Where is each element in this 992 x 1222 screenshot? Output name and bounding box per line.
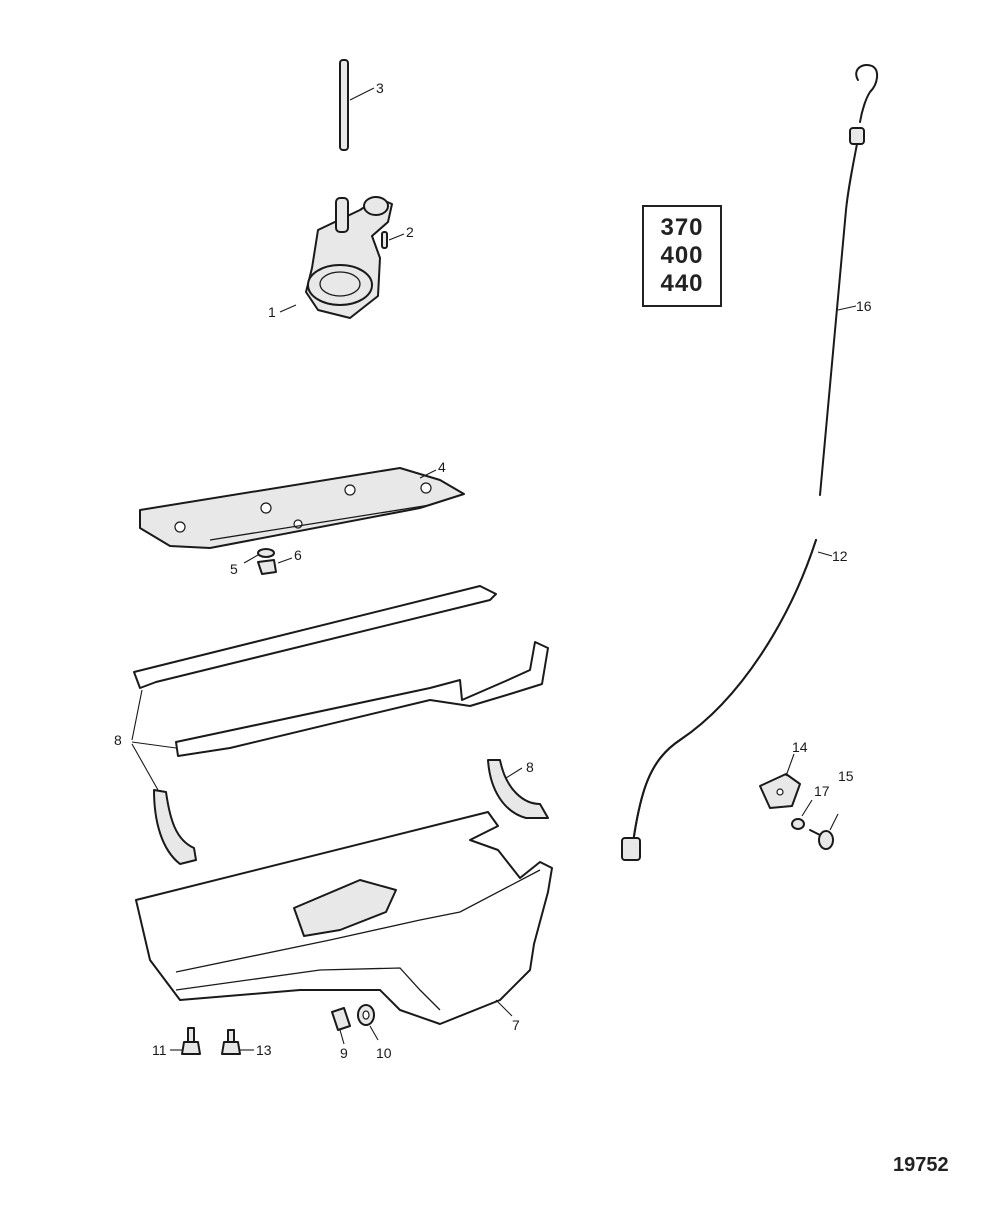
callout-14: 16 [856, 298, 872, 314]
dipstick-tube [621, 539, 833, 861]
drain-plug [331, 1007, 351, 1045]
pump-pin [381, 231, 405, 249]
callout-4: 4 [438, 459, 446, 475]
windage-tray [139, 467, 465, 549]
model-400: 400 [660, 242, 704, 269]
callout-8a: 8 [114, 732, 122, 748]
callout-11: 11 [152, 1042, 167, 1058]
callout-9: 9 [340, 1045, 348, 1061]
callout-2: 2 [406, 224, 414, 240]
callout-6: 6 [294, 547, 302, 563]
dipstick [819, 64, 878, 496]
clip-nut [791, 799, 813, 830]
callout-13: 12 [832, 548, 848, 564]
figure-number: 19752 [893, 1154, 949, 1176]
model-440: 440 [660, 270, 704, 297]
oil-pan [135, 811, 553, 1025]
pump-shaft [339, 59, 375, 151]
callout-7: 7 [512, 1017, 520, 1033]
end-seal-left [153, 789, 197, 865]
callout-1: 1 [268, 304, 276, 320]
callout-labels: 3 2 1 16 4 5 6 12 8 8 14 17 15 7 9 10 11… [114, 80, 872, 1061]
bolt-11 [170, 1027, 201, 1055]
side-gaskets [131, 585, 549, 791]
callout-10: 10 [376, 1045, 392, 1061]
washer-and-nut [243, 548, 293, 575]
bolt-12 [221, 1029, 254, 1055]
callout-15: 14 [792, 739, 808, 755]
drain-washer [357, 1004, 379, 1041]
callout-5: 5 [230, 561, 238, 577]
end-seal-right [487, 759, 549, 819]
callout-16: 15 [838, 768, 854, 784]
callout-3: 3 [376, 80, 384, 96]
model-370: 370 [660, 214, 704, 241]
oil-pump [279, 196, 393, 319]
callout-17: 17 [814, 783, 830, 799]
clip-screw [809, 813, 839, 850]
model-applicability-box: 370 400 440 [642, 205, 722, 307]
callout-8b: 8 [526, 759, 534, 775]
clip-bracket [759, 753, 801, 809]
callout-12: 13 [256, 1042, 272, 1058]
